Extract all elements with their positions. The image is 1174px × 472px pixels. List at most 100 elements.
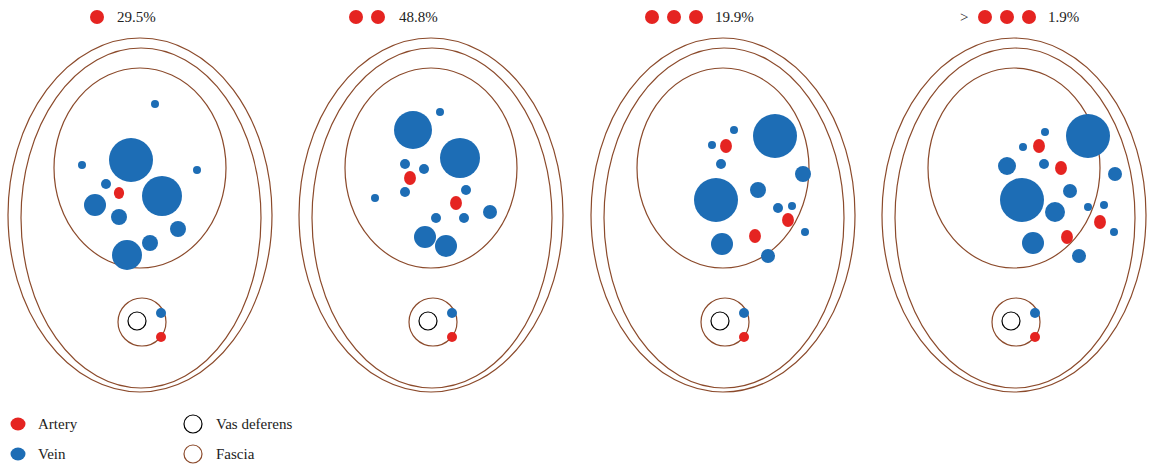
percentage-heading: 29.5% xyxy=(117,8,156,26)
artery-count-dot xyxy=(645,10,659,24)
artery-count-dot xyxy=(667,10,681,24)
vein xyxy=(435,235,457,257)
vein xyxy=(801,228,809,236)
artery-count-dot xyxy=(1022,10,1036,24)
vein xyxy=(371,194,379,202)
vein xyxy=(1066,114,1110,158)
cord-outline xyxy=(6,36,274,394)
vein xyxy=(112,240,142,270)
vein xyxy=(170,221,186,237)
legend-label: Fascia xyxy=(216,445,254,463)
cremasteric-fascia xyxy=(21,48,261,388)
internal-fascia xyxy=(54,68,226,268)
legend-label: Vein xyxy=(38,445,66,463)
vein xyxy=(436,108,444,116)
cremasteric-fascia xyxy=(895,48,1135,388)
vein xyxy=(773,203,783,213)
legend-swatch xyxy=(7,413,29,435)
vein xyxy=(483,205,497,219)
legend-swatch xyxy=(7,443,29,465)
vein xyxy=(400,159,410,169)
vas-sheath xyxy=(992,298,1040,346)
vein xyxy=(711,233,733,255)
legend-ring xyxy=(184,445,202,463)
artery xyxy=(1094,215,1106,229)
vein xyxy=(1045,202,1065,222)
cremasteric-fascia xyxy=(604,48,844,388)
artery xyxy=(1033,139,1045,153)
internal-fascia xyxy=(928,68,1100,268)
vein xyxy=(761,249,775,263)
vein xyxy=(1000,178,1044,222)
vas-deferens xyxy=(1002,312,1020,330)
vein xyxy=(1030,308,1040,318)
vein xyxy=(716,159,726,169)
external-fascia xyxy=(299,38,563,392)
percentage-heading: 48.8% xyxy=(399,8,438,26)
artery xyxy=(447,332,457,342)
vein xyxy=(101,179,111,189)
artery xyxy=(739,332,749,342)
external-fascia xyxy=(8,38,272,392)
artery-count-dot xyxy=(689,10,703,24)
vein xyxy=(1110,228,1118,236)
vein xyxy=(1041,128,1049,136)
vein xyxy=(78,161,86,169)
legend-label: Vas deferens xyxy=(216,415,292,433)
vein xyxy=(447,308,457,318)
vas-deferens xyxy=(128,312,146,330)
vein xyxy=(795,166,811,182)
cord-section xyxy=(637,10,811,346)
legend-label: Artery xyxy=(38,415,77,433)
spermatic-cord: 29.5% xyxy=(6,36,274,394)
artery-count-dot xyxy=(371,10,385,24)
artery xyxy=(450,196,462,210)
artery-count-dot xyxy=(978,10,992,24)
cord-section xyxy=(345,10,517,346)
vein xyxy=(151,100,159,108)
vas-deferens xyxy=(419,312,437,330)
legend-swatch xyxy=(182,443,204,465)
vas-sheath xyxy=(118,298,166,346)
spermatic-cord: >1.9% xyxy=(880,36,1148,394)
artery xyxy=(1061,230,1073,244)
vein xyxy=(998,157,1016,175)
external-fascia xyxy=(591,38,855,392)
vein xyxy=(1084,203,1092,211)
vein xyxy=(111,209,127,225)
percentage-heading: 19.9% xyxy=(715,8,754,26)
vein xyxy=(753,114,797,158)
artery xyxy=(782,213,794,227)
cord-outline xyxy=(589,36,857,394)
vas-sheath xyxy=(701,298,749,346)
vein xyxy=(1039,159,1049,169)
internal-fascia xyxy=(637,68,809,268)
vein xyxy=(419,164,429,174)
artery xyxy=(114,187,124,199)
vein xyxy=(440,138,480,178)
vein xyxy=(694,178,738,222)
vas-sheath xyxy=(409,298,457,346)
internal-fascia xyxy=(345,68,517,268)
vein xyxy=(730,126,738,134)
vein xyxy=(1108,167,1122,181)
spermatic-cord: 19.9% xyxy=(589,36,857,394)
vein xyxy=(739,308,749,318)
vein xyxy=(1019,143,1027,151)
cord-outline xyxy=(297,36,565,394)
cord-section xyxy=(54,10,226,346)
artery-count-dot xyxy=(1000,10,1014,24)
vein xyxy=(461,185,471,195)
vein xyxy=(459,213,469,223)
vein xyxy=(400,187,410,197)
legend-ring xyxy=(184,415,202,433)
vein xyxy=(1100,201,1108,209)
vein xyxy=(1072,249,1086,263)
artery xyxy=(1030,332,1040,342)
vein xyxy=(142,235,158,251)
vein xyxy=(1063,184,1077,198)
artery xyxy=(404,171,416,185)
percentage-heading: > xyxy=(960,8,968,26)
vein xyxy=(193,166,201,174)
vein xyxy=(788,202,796,210)
